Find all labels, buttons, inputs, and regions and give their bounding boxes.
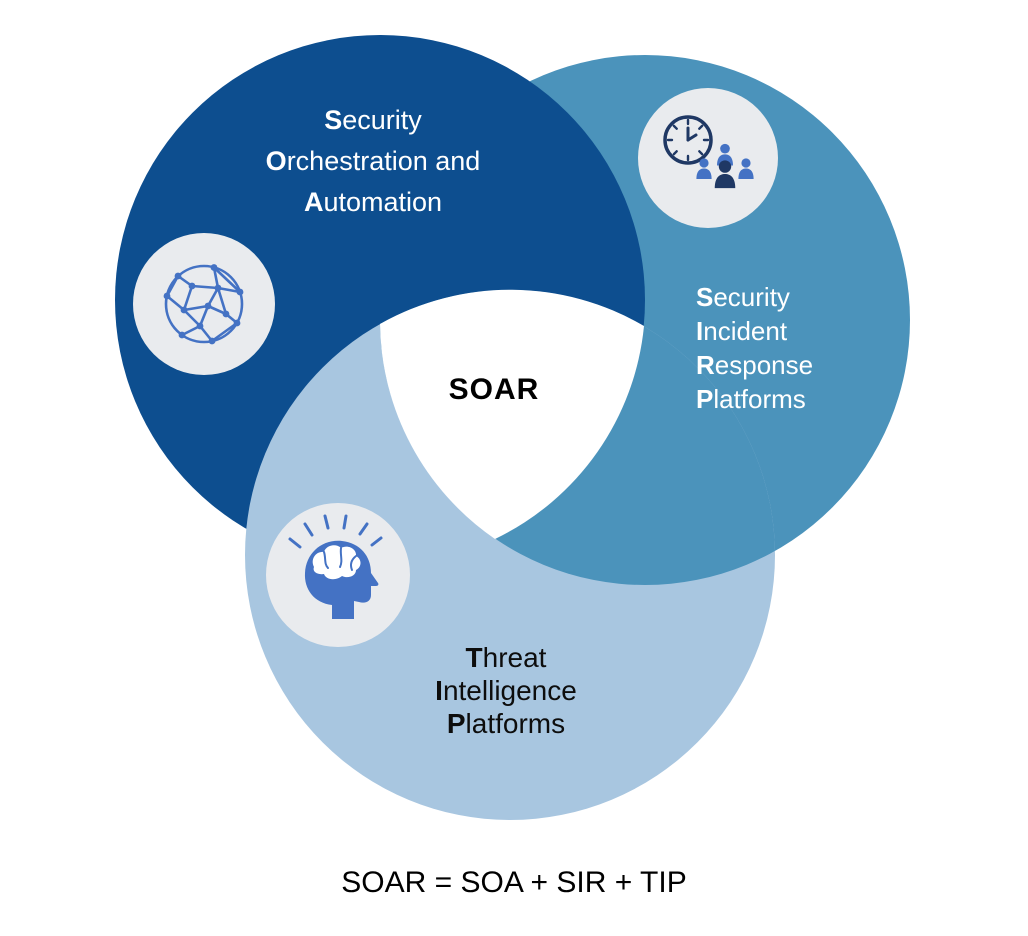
soa-label-line-3: Automation (303, 187, 443, 217)
soa-label-line-1: Security (324, 105, 422, 135)
soar-center-label: SOAR (448, 373, 540, 406)
sir-label-line-4: Platforms (696, 384, 806, 414)
soa-label-line-2: Orchestration and (265, 146, 481, 176)
sir-label-line-3: Response (696, 350, 814, 380)
tip-label-line-1: Threat (465, 642, 547, 673)
sir-icon-badge (638, 88, 778, 228)
sir-label-line-1: Security (696, 282, 790, 312)
center-overlap-region (380, 289, 644, 539)
tip-label-line-3: Platforms (446, 708, 566, 739)
equation-caption: SOAR = SOA + SIR + TIP (341, 866, 687, 899)
idea-rays-icon (288, 514, 383, 549)
clock-icon (663, 115, 713, 165)
icon-badge-circle (133, 233, 275, 375)
tip-label: Threat Intelligence Platforms (346, 641, 666, 740)
soa-icon-badge (133, 233, 275, 375)
sir-label-line-2: Incident (696, 316, 788, 346)
tip-label-line-2: Intelligence (435, 675, 577, 706)
brain-fold-lines (323, 547, 357, 571)
tip-icon-badge (266, 503, 410, 647)
icon-badge-circle (638, 88, 778, 228)
network-globe-icon (164, 264, 244, 344)
network-node-dots (163, 264, 244, 345)
soa-label: Security Orchestration and Automation (203, 100, 543, 223)
sir-label: Security Incident Response Platforms (696, 280, 813, 416)
